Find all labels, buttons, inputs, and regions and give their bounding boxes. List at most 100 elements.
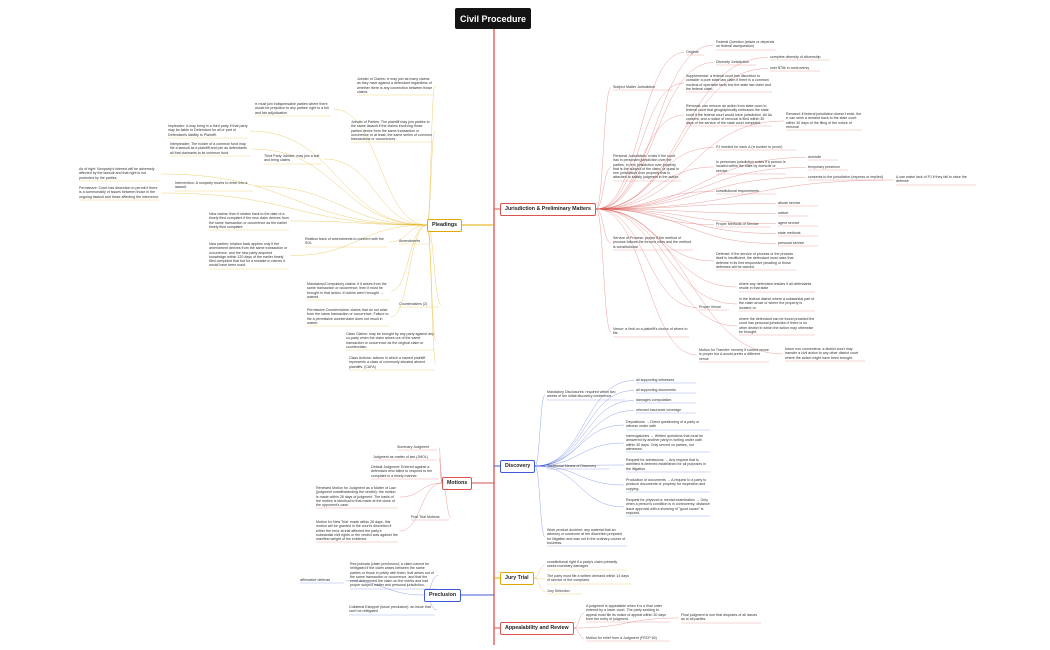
branch-mot[interactable]: Motions	[442, 477, 473, 490]
topic-node[interactable]: Proper Venue	[699, 305, 729, 309]
topic-node[interactable]: relevant insurance coverage	[636, 408, 696, 412]
topic-node[interactable]: constitutional requirements	[716, 189, 776, 193]
topic-node[interactable]: Venue: a limit on a plaintiff's choice o…	[613, 327, 689, 336]
branch-appeal[interactable]: Appealability and Review	[500, 622, 574, 635]
topic-node[interactable]: all supporting documents	[636, 388, 696, 392]
node-link	[595, 208, 784, 355]
topic-node[interactable]: Request for admissions → Any request tha…	[626, 458, 710, 471]
topic-node[interactable]: PJ needed for each Δ (π burden to prove)	[716, 145, 796, 149]
topic-node[interactable]: Motion for relief from a Judgment (FRCP …	[586, 636, 670, 640]
topic-node[interactable]: Amendments	[399, 239, 429, 243]
topic-node[interactable]: where the defendant can be found provide…	[739, 317, 815, 334]
topic-node[interactable]: Service of Process: proper if the method…	[613, 236, 693, 249]
topic-node[interactable]: Class Actions: actions in which a named …	[349, 356, 434, 369]
topic-node[interactable]: Mandatory/Compulsory claims: if it arise…	[307, 282, 389, 299]
topic-node[interactable]: As of right: Nonparty's interest will be…	[79, 167, 159, 180]
topic-text: Intervention: A nonparty moves to enter …	[175, 181, 248, 190]
topic-node[interactable]: The party must file a written demand wit…	[547, 574, 631, 583]
topic-node[interactable]: Federal Question (arises or depends on f…	[716, 40, 776, 49]
topic-node[interactable]: Subject Matter Jurisdiction	[613, 85, 673, 89]
topic-node[interactable]: Interrogatories → Written questions that…	[626, 434, 710, 451]
topic-node[interactable]: New parties: relation back applies only …	[209, 242, 289, 268]
topic-node[interactable]: Mandatory Disclosures: required within t…	[547, 390, 625, 399]
topic-text: The party must file a written demand wit…	[547, 574, 629, 583]
topic-text: In personam jurisdiction exists if a per…	[716, 160, 786, 173]
node-link	[534, 465, 546, 538]
topic-node[interactable]: A judgment is appealable when it is a fi…	[586, 604, 670, 621]
topic-node[interactable]: where any defendant resides if all defen…	[739, 282, 815, 291]
topic-text: Mandatory/Compulsory claims: if it arise…	[307, 282, 387, 299]
topic-node[interactable]: Diversity Jurisdiction	[716, 60, 756, 64]
root-topic[interactable]: Civil Procedure	[455, 8, 531, 29]
topic-node[interactable]: Motion for New Trial: made within 28 day…	[316, 520, 398, 541]
topic-node[interactable]: Original	[686, 50, 704, 54]
topic-node[interactable]: Judgment as matter of law (JMOL)	[373, 455, 437, 459]
topic-text: temporary presence	[808, 165, 840, 169]
topic-text: As of right: Nonparty's interest will be…	[79, 167, 155, 180]
topic-node[interactable]: over $75k in controversy	[770, 66, 820, 70]
topic-node[interactable]: domicile	[808, 155, 838, 159]
topic-node[interactable]: waiver	[778, 211, 808, 215]
topic-node[interactable]: Final judgment is one that disposes of a…	[681, 613, 761, 622]
topic-node[interactable]: Traditional Means of Discovery	[547, 464, 609, 468]
topic-node[interactable]: Class Claims: may be brought by any part…	[346, 332, 434, 349]
topic-node[interactable]: in the federal district where a substant…	[739, 297, 815, 310]
topic-text: over $75k in controversy	[770, 66, 810, 70]
topic-node[interactable]: Joinder of Claims: π may join as many cl…	[357, 77, 433, 94]
topic-node[interactable]: Request for physical or mental examinati…	[626, 498, 710, 515]
node-link	[534, 380, 635, 467]
topic-node[interactable]: Counterclaims (2)	[399, 302, 439, 306]
node-link	[249, 130, 428, 226]
topic-node[interactable]: Default Judgment: Entered against a defe…	[371, 465, 439, 478]
topic-node[interactable]: Defense: If the service of process or th…	[716, 252, 796, 269]
topic-node[interactable]: Supplemental: a federal court has discre…	[686, 74, 772, 91]
topic-node[interactable]: Δ can waive lack of PJ if they fail to r…	[896, 175, 976, 184]
topic-node[interactable]: Motion for Transfer: remedy if current v…	[699, 348, 769, 361]
topic-node[interactable]: Permissive Counterclaims: claims that do…	[307, 308, 389, 325]
topic-node[interactable]: Permissive: Court has discretion to perm…	[79, 186, 159, 199]
topic-node[interactable]: forum non conveniens: a district court m…	[785, 347, 865, 360]
topic-node[interactable]: In personam jurisdiction exists if a per…	[716, 160, 786, 173]
topic-node[interactable]: agent service	[778, 221, 818, 225]
branch-prec[interactable]: Preclusion	[424, 589, 462, 602]
topic-node[interactable]: Post Trial Motions	[411, 515, 449, 519]
topic-node[interactable]: Relation back of amendments to conform w…	[305, 237, 387, 246]
topic-node[interactable]: Summary Judgment	[397, 445, 437, 449]
topic-node[interactable]: Removal: can remove an action from state…	[686, 104, 772, 125]
topic-node[interactable]: consents to the jurisdiction (express or…	[808, 175, 883, 179]
topic-node[interactable]: temporary presence	[808, 165, 848, 169]
topic-node[interactable]: Third Party Joinder: may join a suit and…	[264, 154, 322, 163]
topic-node[interactable]: Personal Jurisdiction: exists if the cou…	[613, 154, 681, 180]
branch-disc[interactable]: Discovery	[500, 460, 536, 473]
topic-node[interactable]: π must join indispensable parties where …	[255, 102, 331, 115]
topic-node[interactable]: Impleader: Δ may bring in a third party …	[168, 124, 248, 137]
node-link	[290, 220, 428, 226]
topic-node[interactable]: Collateral Estoppel (issue preclusion): …	[349, 605, 435, 614]
topic-node[interactable]: Renewed Motion for Judgment as a Matter …	[316, 486, 398, 507]
topic-node[interactable]: state methods	[778, 231, 818, 235]
topic-text: Request for admissions → Any request tha…	[626, 458, 706, 471]
topic-node[interactable]: Intervention: A nonparty moves to enter …	[175, 181, 253, 190]
branch-juris[interactable]: Jurisdiction & Preliminary Matters	[500, 203, 596, 216]
branch-plead[interactable]: Pleadings	[427, 219, 463, 232]
topic-node[interactable]: Res judicata (claim preclusion): a claim…	[350, 562, 436, 588]
topic-node[interactable]: Remand: if federal jurisdiction doesn't …	[786, 112, 862, 129]
branch-jury[interactable]: Jury Trial	[500, 572, 534, 585]
topic-text: Summary Judgment	[397, 445, 430, 449]
node-link	[595, 208, 777, 214]
topic-node[interactable]: abode service	[778, 201, 818, 205]
topic-node[interactable]: affirmative defense	[300, 578, 344, 582]
topic-node[interactable]: Jury Selection	[547, 589, 582, 593]
topic-node[interactable]: Work product doctrine: any material that…	[547, 528, 627, 545]
topic-node[interactable]: complete diversity of citizenship	[770, 55, 830, 59]
topic-node[interactable]: Production of documents → A request to a…	[626, 478, 710, 491]
topic-node[interactable]: all supporting witnesses	[636, 378, 696, 382]
topic-node[interactable]: personal service	[778, 241, 818, 245]
topic-node[interactable]: Joinder of Parties: The plaintiff may jo…	[351, 120, 433, 141]
topic-node[interactable]: New claims: then it relates back to the …	[209, 212, 289, 229]
topic-node[interactable]: constitutional right if a party's claim …	[547, 560, 627, 569]
topic-node[interactable]: damages computation	[636, 398, 696, 402]
topic-node[interactable]: Proper Methods of Service	[716, 222, 771, 226]
topic-node[interactable]: Interpleader: The holder of a common fun…	[170, 142, 250, 155]
topic-node[interactable]: Depositions → Direct questioning of a pa…	[626, 420, 710, 429]
